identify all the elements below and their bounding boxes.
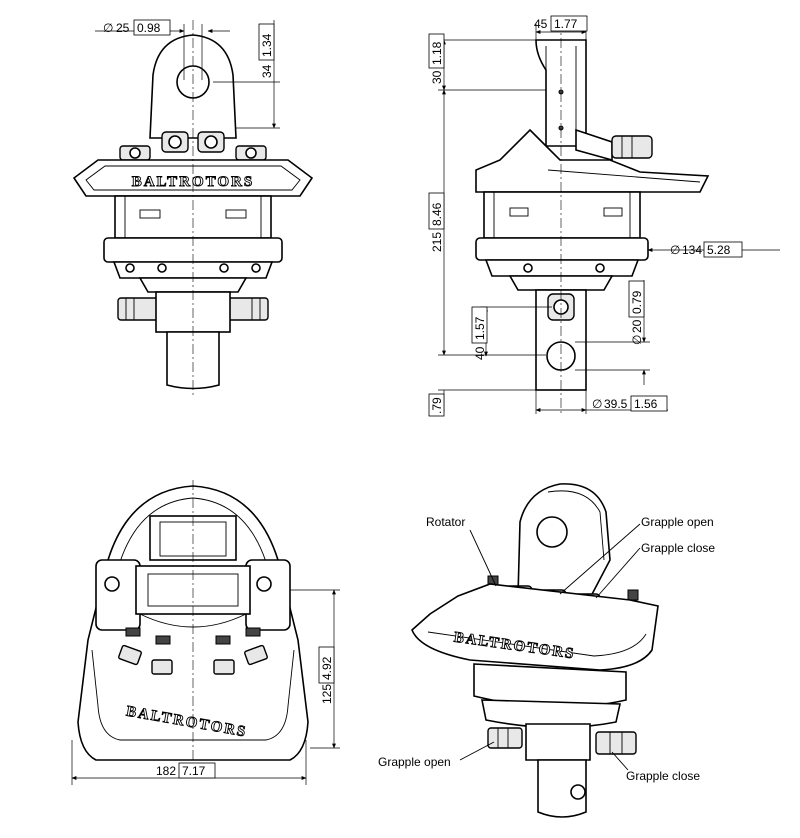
front-lower-fitting-left [117,297,159,321]
front-lower-ring [112,261,274,279]
top-right-ear [245,559,291,631]
top-left-ear [95,559,141,631]
svg-text:7.17: 7.17 [182,764,206,778]
dim-total-height: 30 1.18 215 8.46 .79 [428,33,546,417]
iso-shaft [537,759,587,818]
front-view: BALTROTORS [72,20,314,395]
dim-body-diameter: ∅ 134 5.28 [647,241,780,258]
callout-grapple-close-bottom: Grapple close [611,751,700,783]
svg-text:Grapple close: Grapple close [641,541,715,555]
svg-text:0.98: 0.98 [137,21,161,35]
side-upper-body [483,191,641,239]
dim-pin-diameter: ∅ 25 0.98 [95,19,230,80]
callout-grapple-open-bottom: Grapple open [378,741,495,769]
callout-grapple-close-top: Grapple close [595,541,715,599]
svg-text:∅: ∅ [103,21,113,35]
svg-text:∅: ∅ [630,335,644,345]
svg-text:45: 45 [534,17,548,31]
callout-grapple-open-top: Grapple open [559,515,714,595]
svg-text:1.56: 1.56 [634,397,658,411]
svg-text:125: 125 [320,684,334,704]
svg-text:40: 40 [473,346,487,360]
top-fittings-row [118,627,268,675]
svg-text:∅: ∅ [670,243,680,257]
iso-lower-fitting-right [595,731,637,755]
isometric-view: BALTROTORS [411,483,659,818]
callout-rotator: Rotator [426,515,497,587]
iso-flange [411,583,659,671]
svg-text:5.28: 5.28 [707,243,731,257]
dim-hole-spacing: 40 1.57 [471,306,552,360]
svg-text:34: 34 [260,64,274,78]
dim-top-width: 45 1.77 [534,15,588,40]
dim-eye-height: 34 1.34 [213,20,280,129]
svg-text:0.79: 0.79 [630,290,644,314]
svg-text:.79: .79 [430,397,444,414]
side-view [475,20,710,415]
svg-text:1.34: 1.34 [260,33,274,57]
dim-base-width: 182 7.17 [71,740,307,785]
svg-text:Grapple open: Grapple open [378,755,451,769]
svg-text:134: 134 [682,243,702,257]
top-outer-shell [77,485,309,761]
svg-text:1.57: 1.57 [473,316,487,340]
front-brand-logo: BALTROTORS [132,174,255,190]
svg-text:1.18: 1.18 [430,41,444,65]
svg-text:4.92: 4.92 [320,656,334,680]
svg-text:182: 182 [156,764,176,778]
top-view: BALTROTORS [77,480,309,770]
svg-text:25: 25 [116,21,130,35]
side-fitting-arm [575,128,613,162]
svg-text:39.5: 39.5 [604,397,628,411]
svg-text:Grapple open: Grapple open [641,515,714,529]
svg-text:215: 215 [430,232,444,252]
front-top-fittings [119,131,267,161]
side-mid-ring [475,237,649,261]
iso-lower-fitting-left [487,727,523,749]
side-flange [475,128,710,193]
front-shaft [166,331,220,390]
dim-base-depth: 125 4.92 [290,589,340,749]
dim-shaft-diameter: ∅ 39.5 1.56 [535,390,668,414]
svg-text:8.46: 8.46 [430,202,444,226]
iso-eye-hole [536,516,568,548]
svg-text:∅: ∅ [592,397,602,411]
dim-shaft-hole-diameter: ∅ 20 0.79 [575,280,650,385]
svg-text:30: 30 [430,70,444,84]
svg-text:1.77: 1.77 [554,17,578,31]
svg-text:Grapple close: Grapple close [626,769,700,783]
svg-text:20: 20 [630,319,644,333]
svg-text:Rotator: Rotator [426,515,465,529]
front-lower-fitting-right [227,297,269,321]
